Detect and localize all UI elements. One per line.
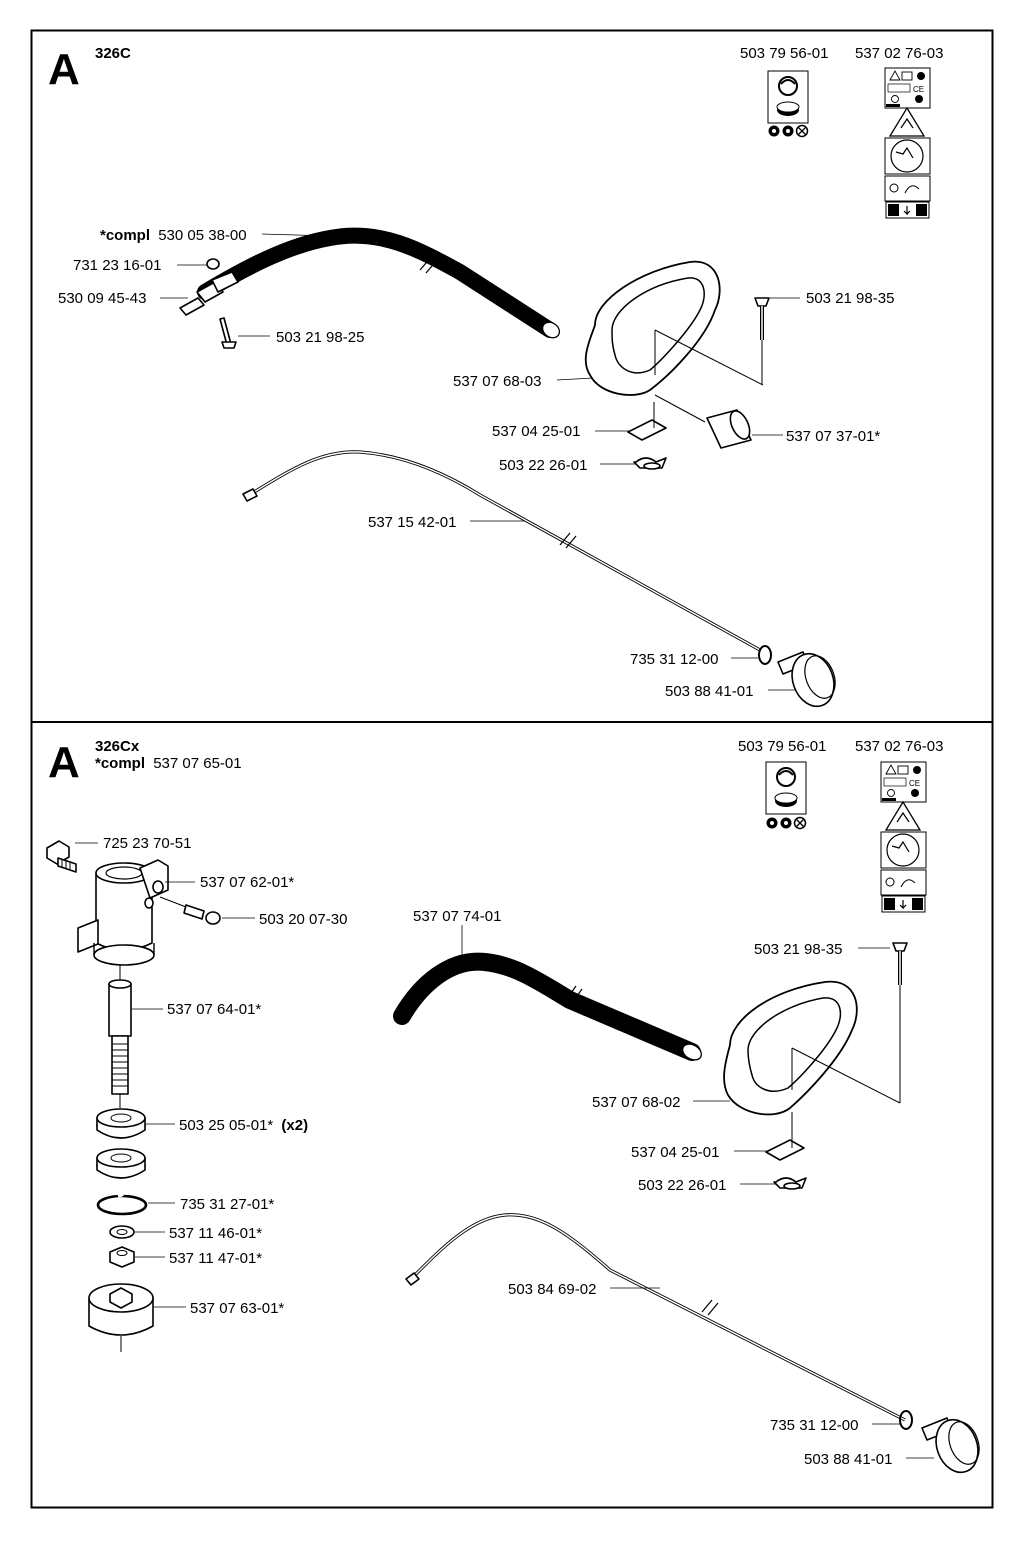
part-label-circlip: 735 31 27-01* — [180, 1196, 274, 1213]
bearing-quantity: (x2) — [281, 1117, 308, 1134]
wingnut-drawing — [633, 457, 667, 470]
part-label-handle: 537 07 68-02 — [592, 1094, 680, 1111]
screw-side-drawing — [159, 896, 221, 925]
retaining-ring-drawing — [758, 645, 772, 665]
compl-prefix: *compl — [100, 227, 150, 244]
part-label-washer: 537 11 46-01* — [169, 1225, 262, 1242]
part-label-clamp: 537 04 25-01 — [631, 1144, 719, 1161]
nut-drawing — [109, 1246, 135, 1268]
decal-number-2: 537 02 76-03 — [855, 738, 943, 755]
compl-number: 530 05 38-00 — [158, 227, 246, 244]
loop-handle-drawing — [584, 260, 764, 396]
wingnut-drawing — [773, 1177, 807, 1190]
part-label-screw-top: 725 23 70-51 — [103, 835, 191, 852]
retaining-ring-drawing — [899, 1410, 913, 1430]
part-label-nut: 537 11 47-01* — [169, 1250, 262, 1267]
decal-number-1: 503 79 56-01 — [740, 45, 828, 62]
part-label-wingnut: 503 22 26-01 — [499, 457, 587, 474]
part-label-handle: 537 07 68-03 — [453, 373, 541, 390]
bolt-drawing — [892, 942, 908, 1103]
page-frame — [30, 29, 994, 1509]
screw-top-drawing — [46, 840, 77, 873]
washer-drawing — [109, 1225, 135, 1239]
decal-number-1: 503 79 56-01 — [738, 738, 826, 755]
section-letter: A — [48, 45, 80, 94]
part-label-hub: 537 07 63-01* — [190, 1300, 284, 1317]
part-label-cable: 503 84 69-02 — [508, 1281, 596, 1298]
part-label-clamp: 537 04 25-01 — [492, 423, 580, 440]
part-label-bolt: 503 21 98-35 — [754, 941, 842, 958]
section-letter: A — [48, 738, 80, 787]
drive-cable-drawing — [242, 450, 761, 652]
part-label-screw: 503 21 98-25 — [276, 329, 364, 346]
hub-drawing — [88, 1283, 154, 1352]
part-label-bearing: 503 25 05-01* (x2) — [179, 1117, 308, 1134]
model-name: 326C — [95, 45, 131, 62]
svg-text:CE: CE — [913, 85, 924, 94]
decal-number-2: 537 02 76-03 — [855, 45, 943, 62]
bolt-drawing — [754, 297, 770, 385]
throttle-fitting-drawing — [179, 258, 239, 349]
loop-handle-drawing — [723, 980, 901, 1116]
section-326cx: A 326Cx *compl 537 07 65-01 503 79 56-01… — [46, 738, 980, 1474]
spacer-drawing — [654, 394, 752, 449]
part-label-screw-side: 503 20 07-30 — [259, 911, 347, 928]
warning-decal-sheet-icon: CE — [880, 761, 927, 913]
bearing-drawing — [96, 1108, 146, 1179]
compl-number: 537 07 65-01 — [153, 755, 241, 772]
knob-drawing — [921, 1417, 980, 1474]
part-label-spacer: 537 07 37-01* — [786, 428, 880, 445]
shaft-drawing — [108, 965, 132, 1108]
decal-sticker-icon — [767, 70, 809, 138]
svg-text:CE: CE — [909, 779, 920, 788]
part-label-cable: 537 15 42-01 — [368, 514, 456, 531]
part-label-nut: 731 23 16-01 — [73, 257, 161, 274]
model-name: 326Cx — [95, 738, 140, 755]
part-label-throttle: 530 09 45-43 — [58, 290, 146, 307]
circlip-drawing — [96, 1192, 148, 1216]
part-label-wingnut: 503 22 26-01 — [638, 1177, 726, 1194]
part-label-tube: 537 07 74-01 — [413, 908, 501, 925]
section-326c: A 326C 503 79 56-01 537 02 76-03 CE — [48, 45, 943, 708]
decal-sticker-icon — [765, 761, 807, 830]
part-label-knob: 503 88 41-01 — [665, 683, 753, 700]
compl-prefix: *compl — [95, 755, 145, 772]
part-label-knob: 503 88 41-01 — [804, 1451, 892, 1468]
warning-decal-sheet-icon: CE — [884, 67, 931, 219]
part-label-bolt: 503 21 98-35 — [806, 290, 894, 307]
housing-drawing — [77, 859, 169, 966]
knob-drawing — [777, 651, 836, 708]
part-label-housing: 537 07 62-01* — [200, 874, 294, 891]
handle-tube-drawing — [393, 925, 702, 1061]
compl-label: *compl 530 05 38-00 — [100, 227, 247, 244]
handle-tube-drawing — [197, 227, 561, 339]
part-label-ring: 735 31 12-00 — [770, 1417, 858, 1434]
part-label-shaft: 537 07 64-01* — [167, 1001, 261, 1018]
bearing-number: 503 25 05-01* — [179, 1117, 273, 1134]
clamp-drawing — [765, 1112, 805, 1161]
compl-label: *compl 537 07 65-01 — [95, 755, 242, 772]
part-label-ring: 735 31 12-00 — [630, 651, 718, 668]
clamp-drawing — [627, 402, 667, 441]
drive-cable-drawing — [405, 1213, 906, 1422]
